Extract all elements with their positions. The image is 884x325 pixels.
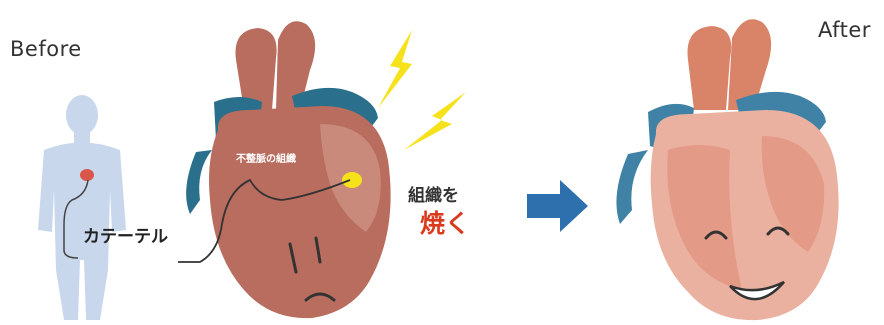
human-body-icon xyxy=(38,95,126,320)
burn-label-line1: 組織を xyxy=(408,181,459,206)
tissue-label: 不整脈の組織 xyxy=(236,150,296,165)
catheter-label: カテーテル xyxy=(83,222,168,247)
happy-heart-icon xyxy=(616,19,838,320)
after-label: After xyxy=(818,18,871,42)
lightning-icon xyxy=(378,30,466,150)
before-label: Before xyxy=(10,37,82,61)
arrow-right-icon xyxy=(527,180,588,232)
sad-heart-icon xyxy=(178,21,391,318)
burn-label-line2: 焼く xyxy=(420,204,470,240)
